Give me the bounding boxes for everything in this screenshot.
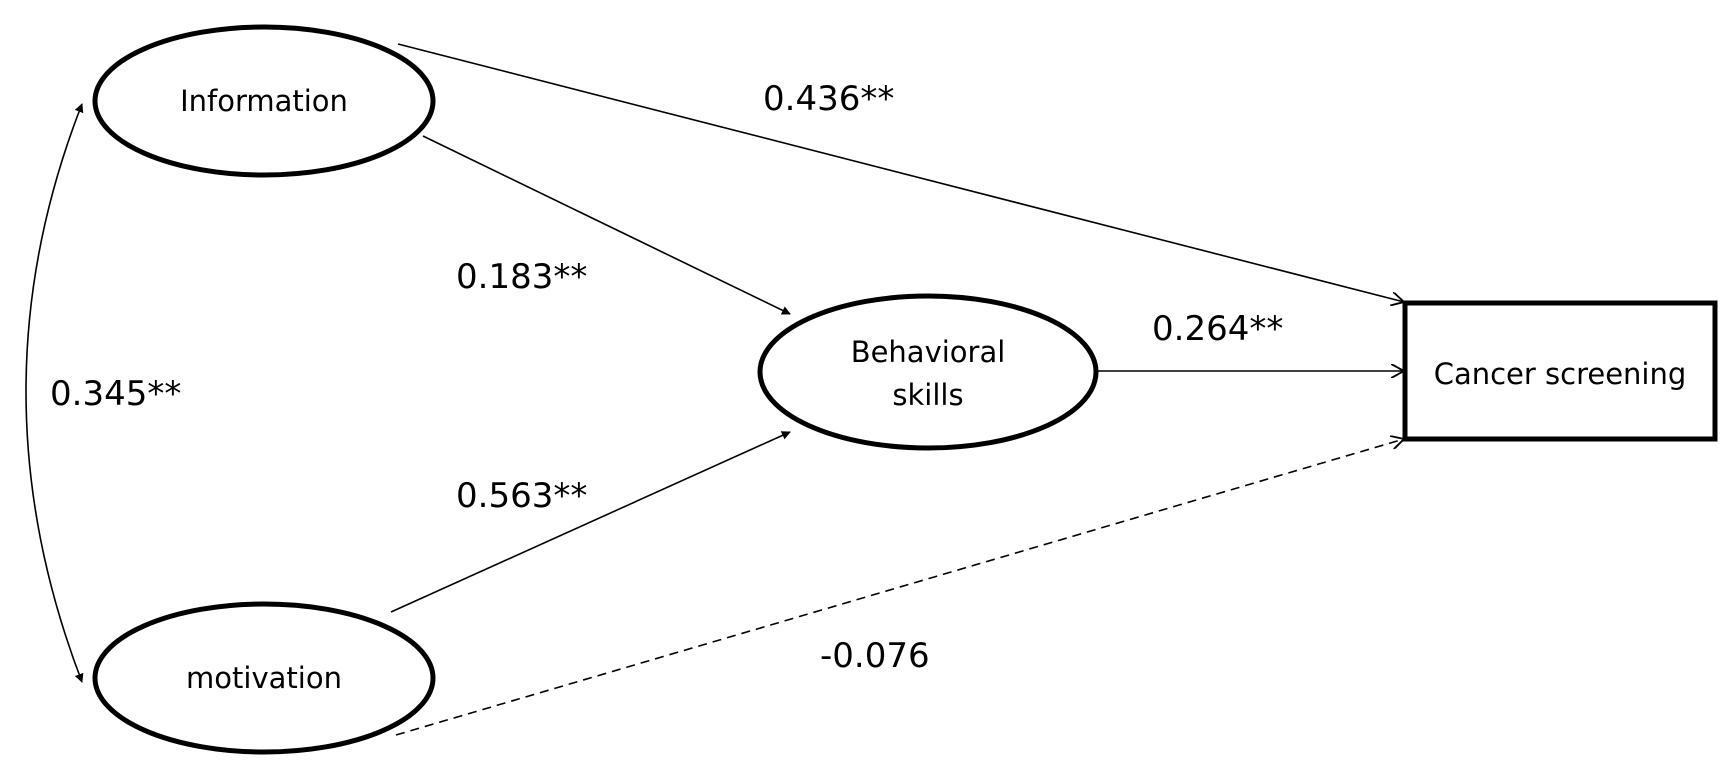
correlation-information-motivation: [25, 103, 84, 683]
path-motivation-to-behavioral: [390, 431, 791, 613]
coef-correlation-information-motivation: 0.345**: [50, 374, 181, 414]
path-information-to-screening: [397, 43, 1404, 302]
node-behavioral-skills-label-line2: skills: [892, 378, 963, 412]
coef-motivation-to-screening: -0.076: [820, 636, 930, 676]
coef-information-to-screening: 0.436**: [763, 79, 894, 119]
coef-motivation-to-behavioral: 0.563**: [456, 476, 587, 516]
path-information-to-behavioral: [422, 135, 791, 315]
node-cancer-screening: Cancer screening: [1402, 300, 1718, 442]
node-behavioral-skills: Behavioral skills: [757, 293, 1099, 451]
node-behavioral-skills-label-line1: Behavioral: [851, 335, 1006, 369]
node-information-label: Information: [180, 84, 348, 118]
path-motivation-to-screening: [395, 439, 1404, 736]
node-cancer-screening-label: Cancer screening: [1434, 357, 1687, 391]
node-information: Information: [92, 24, 436, 178]
node-motivation: motivation: [92, 601, 436, 755]
coef-behavioral-to-screening: 0.264**: [1152, 309, 1283, 349]
node-motivation-label: motivation: [186, 661, 342, 695]
coef-information-to-behavioral: 0.183**: [456, 257, 587, 297]
